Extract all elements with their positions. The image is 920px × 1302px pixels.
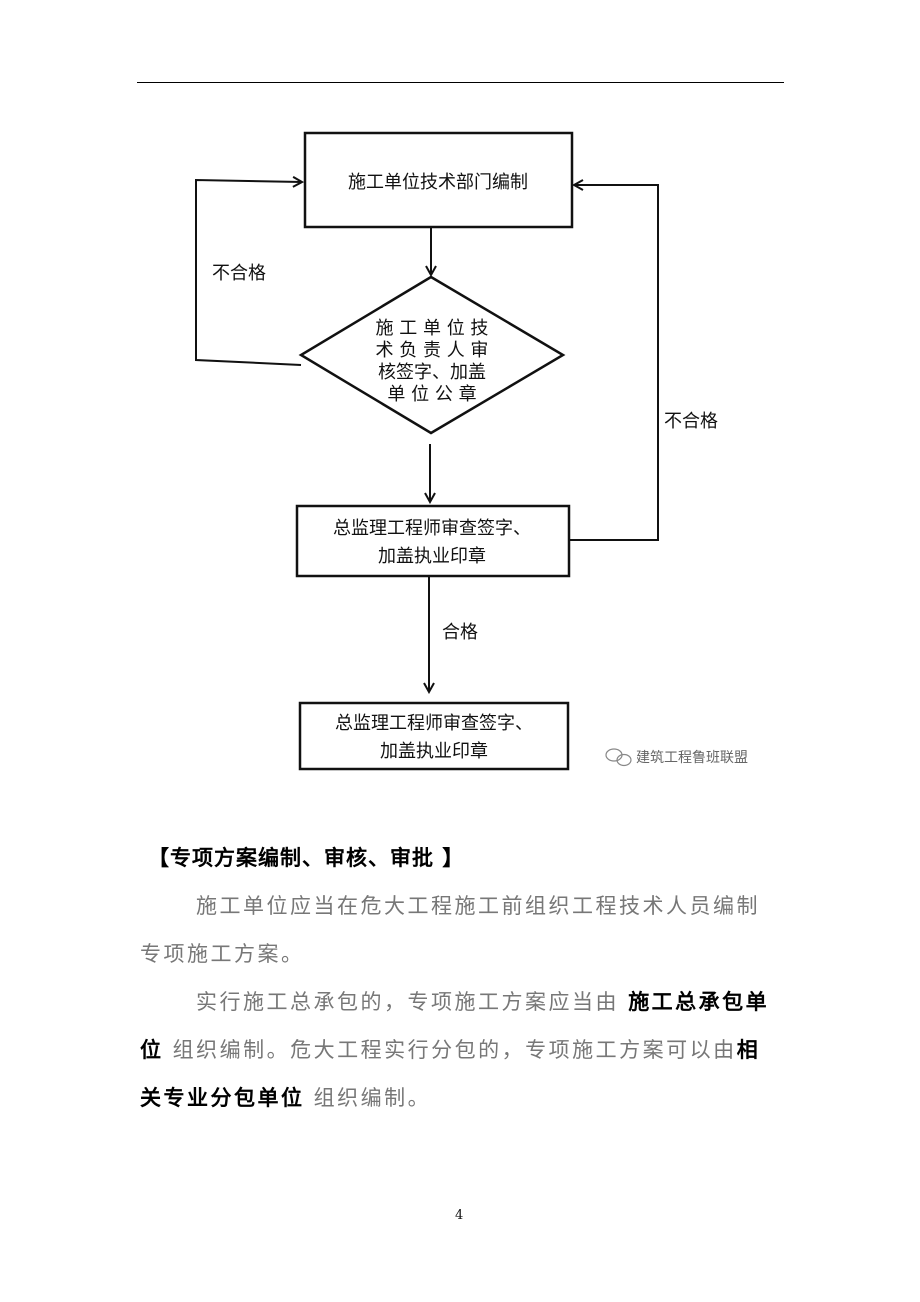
box4-line-2: 加盖执业印章 [380,741,488,762]
para2-emphasis-general-contractor: 施工总承包单位 [140,990,770,1062]
paragraph-1: 施工单位应当在危大工程施工前组织工程技术人员编制专项施工方案。 [140,882,780,978]
para2-part-a: 实行施工总承包的，专项施工方案应当由 [196,990,629,1014]
para2-part-e: 组织编制。 [304,1086,432,1110]
diamond-line-2: 术 负 责 人 审 [376,340,489,361]
section-title: 【专项方案编制、审核、审批 】 [148,846,465,870]
box3-line-2: 加盖执业印章 [378,546,486,567]
approval-flowchart: 施工单位技术部门编制 施 工 单 位 技 术 负 责 人 审 核签字、加盖 单 … [195,131,748,771]
label-fail-right: 不合格 [664,411,718,432]
paragraph-2: 实行施工总承包的，专项施工方案应当由 施工总承包单位 组织编制。危大工程实行分包… [140,978,780,1122]
page-number: 4 [455,1208,464,1223]
box3-line-1: 总监理工程师审查签字、 [333,518,531,539]
header-rule [137,82,784,83]
diamond-line-4: 单 位 公 章 [387,384,476,405]
diamond-line-1: 施 工 单 位 技 [376,318,489,339]
paragraph-1-text: 施工单位应当在危大工程施工前组织工程技术人员编制专项施工方案。 [140,894,760,966]
diamond-review [298,275,566,435]
box-final-approval [298,701,570,771]
label-fail-left: 不合格 [212,263,266,284]
box4-line-1: 总监理工程师审查签字、 [335,713,533,734]
label-pass: 合格 [442,622,478,643]
watermark-text: 建筑工程鲁班联盟 [636,750,748,766]
box-compile-text: 施工单位技术部门编制 [348,172,528,193]
para2-part-c: 组织编制。危大工程实行分包的，专项施工方案可以由 [163,1038,737,1062]
diamond-line-3: 核签字、加盖 [378,362,486,383]
watermark: 建筑工程鲁班联盟 [605,748,748,767]
loop-fail-right [569,185,659,541]
para2-emphasis-subcontractor: 相关专业分包单位 [140,1038,761,1110]
loop-fail-left [195,180,302,366]
chat-bubble-icon [605,748,632,767]
